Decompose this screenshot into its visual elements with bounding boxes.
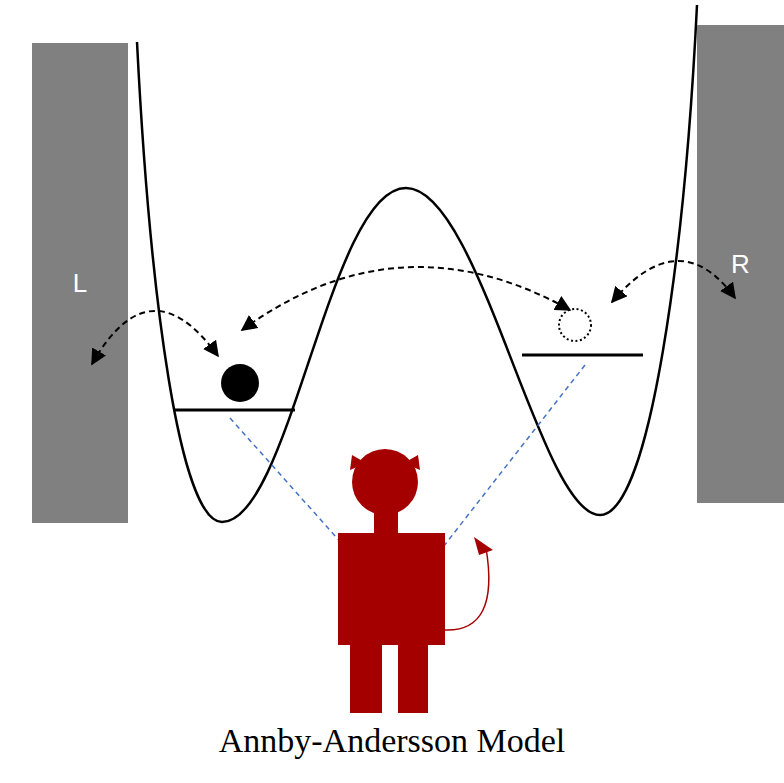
figure-caption: Annby-Andersson Model — [0, 722, 784, 760]
lead-reservoir: R — [697, 25, 784, 503]
demon-tail-tip — [474, 537, 493, 555]
empty-state — [559, 309, 591, 341]
lead-label: R — [731, 250, 750, 279]
lead-label: L — [73, 269, 87, 298]
lead-reservoir: L — [32, 43, 128, 523]
demon-leg — [398, 643, 428, 713]
demon-horn — [404, 455, 420, 470]
demon-leg — [350, 643, 382, 713]
tunneling-arrow — [242, 267, 570, 330]
electron — [221, 364, 259, 402]
double-well-potential — [137, 5, 697, 522]
energy-level — [175, 409, 295, 412]
demon-head — [352, 449, 418, 515]
demon-horn — [350, 455, 366, 470]
demon-tail — [445, 548, 489, 630]
demon-body — [338, 533, 445, 645]
demon-neck — [374, 508, 398, 536]
energy-level — [522, 354, 643, 357]
demon-figure — [338, 449, 493, 713]
